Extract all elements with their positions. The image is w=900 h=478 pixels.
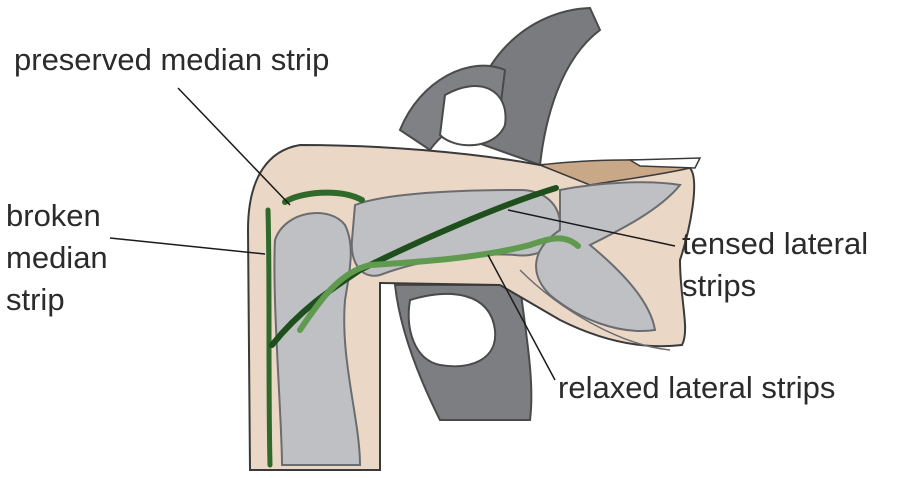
label-broken-median-strip-line2: median [6,240,108,276]
leader-preserved-median [178,88,290,205]
background-finger-top [400,8,600,165]
label-relaxed-lateral-strips: relaxed lateral strips [558,370,835,406]
background-finger-bottom [395,285,531,420]
label-tensed-lateral-strips-line2: strips [682,268,756,304]
label-tensed-lateral-strips-line1: tensed lateral [682,226,868,262]
label-broken-median-strip-line1: broken [6,198,101,234]
leader-broken-median [110,238,265,254]
label-broken-median-strip-line3: strip [6,282,65,318]
broken-median-strip-tendon [268,210,270,465]
label-preserved-median-strip: preserved median strip [14,42,329,78]
